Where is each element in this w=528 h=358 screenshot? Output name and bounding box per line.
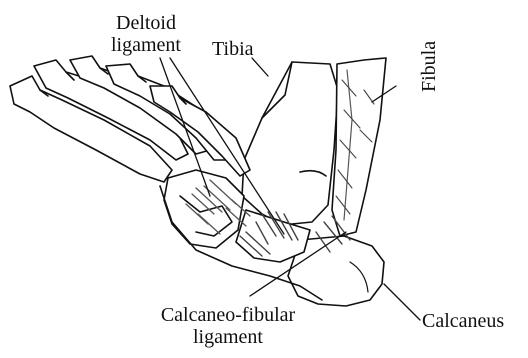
deltoid-label-line1: Deltoid [96, 12, 196, 34]
leader-calcaneus [384, 284, 420, 320]
calcaneo-label-line1: Calcaneo-fibular [130, 304, 326, 326]
leader-tibia [252, 58, 268, 76]
calcaneo-label-line2: ligament [130, 326, 326, 348]
tibia-label: Tibia [212, 38, 254, 60]
fibula-label: Fibula [418, 41, 440, 92]
tarsal-bones [164, 170, 244, 248]
deltoid-ligament-label: Deltoid ligament [96, 12, 196, 56]
deltoid-label-line2: ligament [96, 34, 196, 56]
fibula-bone [332, 58, 386, 236]
calcaneus-label: Calcaneus [422, 310, 504, 332]
tibia-bone [242, 62, 338, 225]
calcaneo-fibular-ligament-label: Calcaneo-fibular ligament [130, 304, 326, 348]
toe-bones [10, 56, 250, 182]
